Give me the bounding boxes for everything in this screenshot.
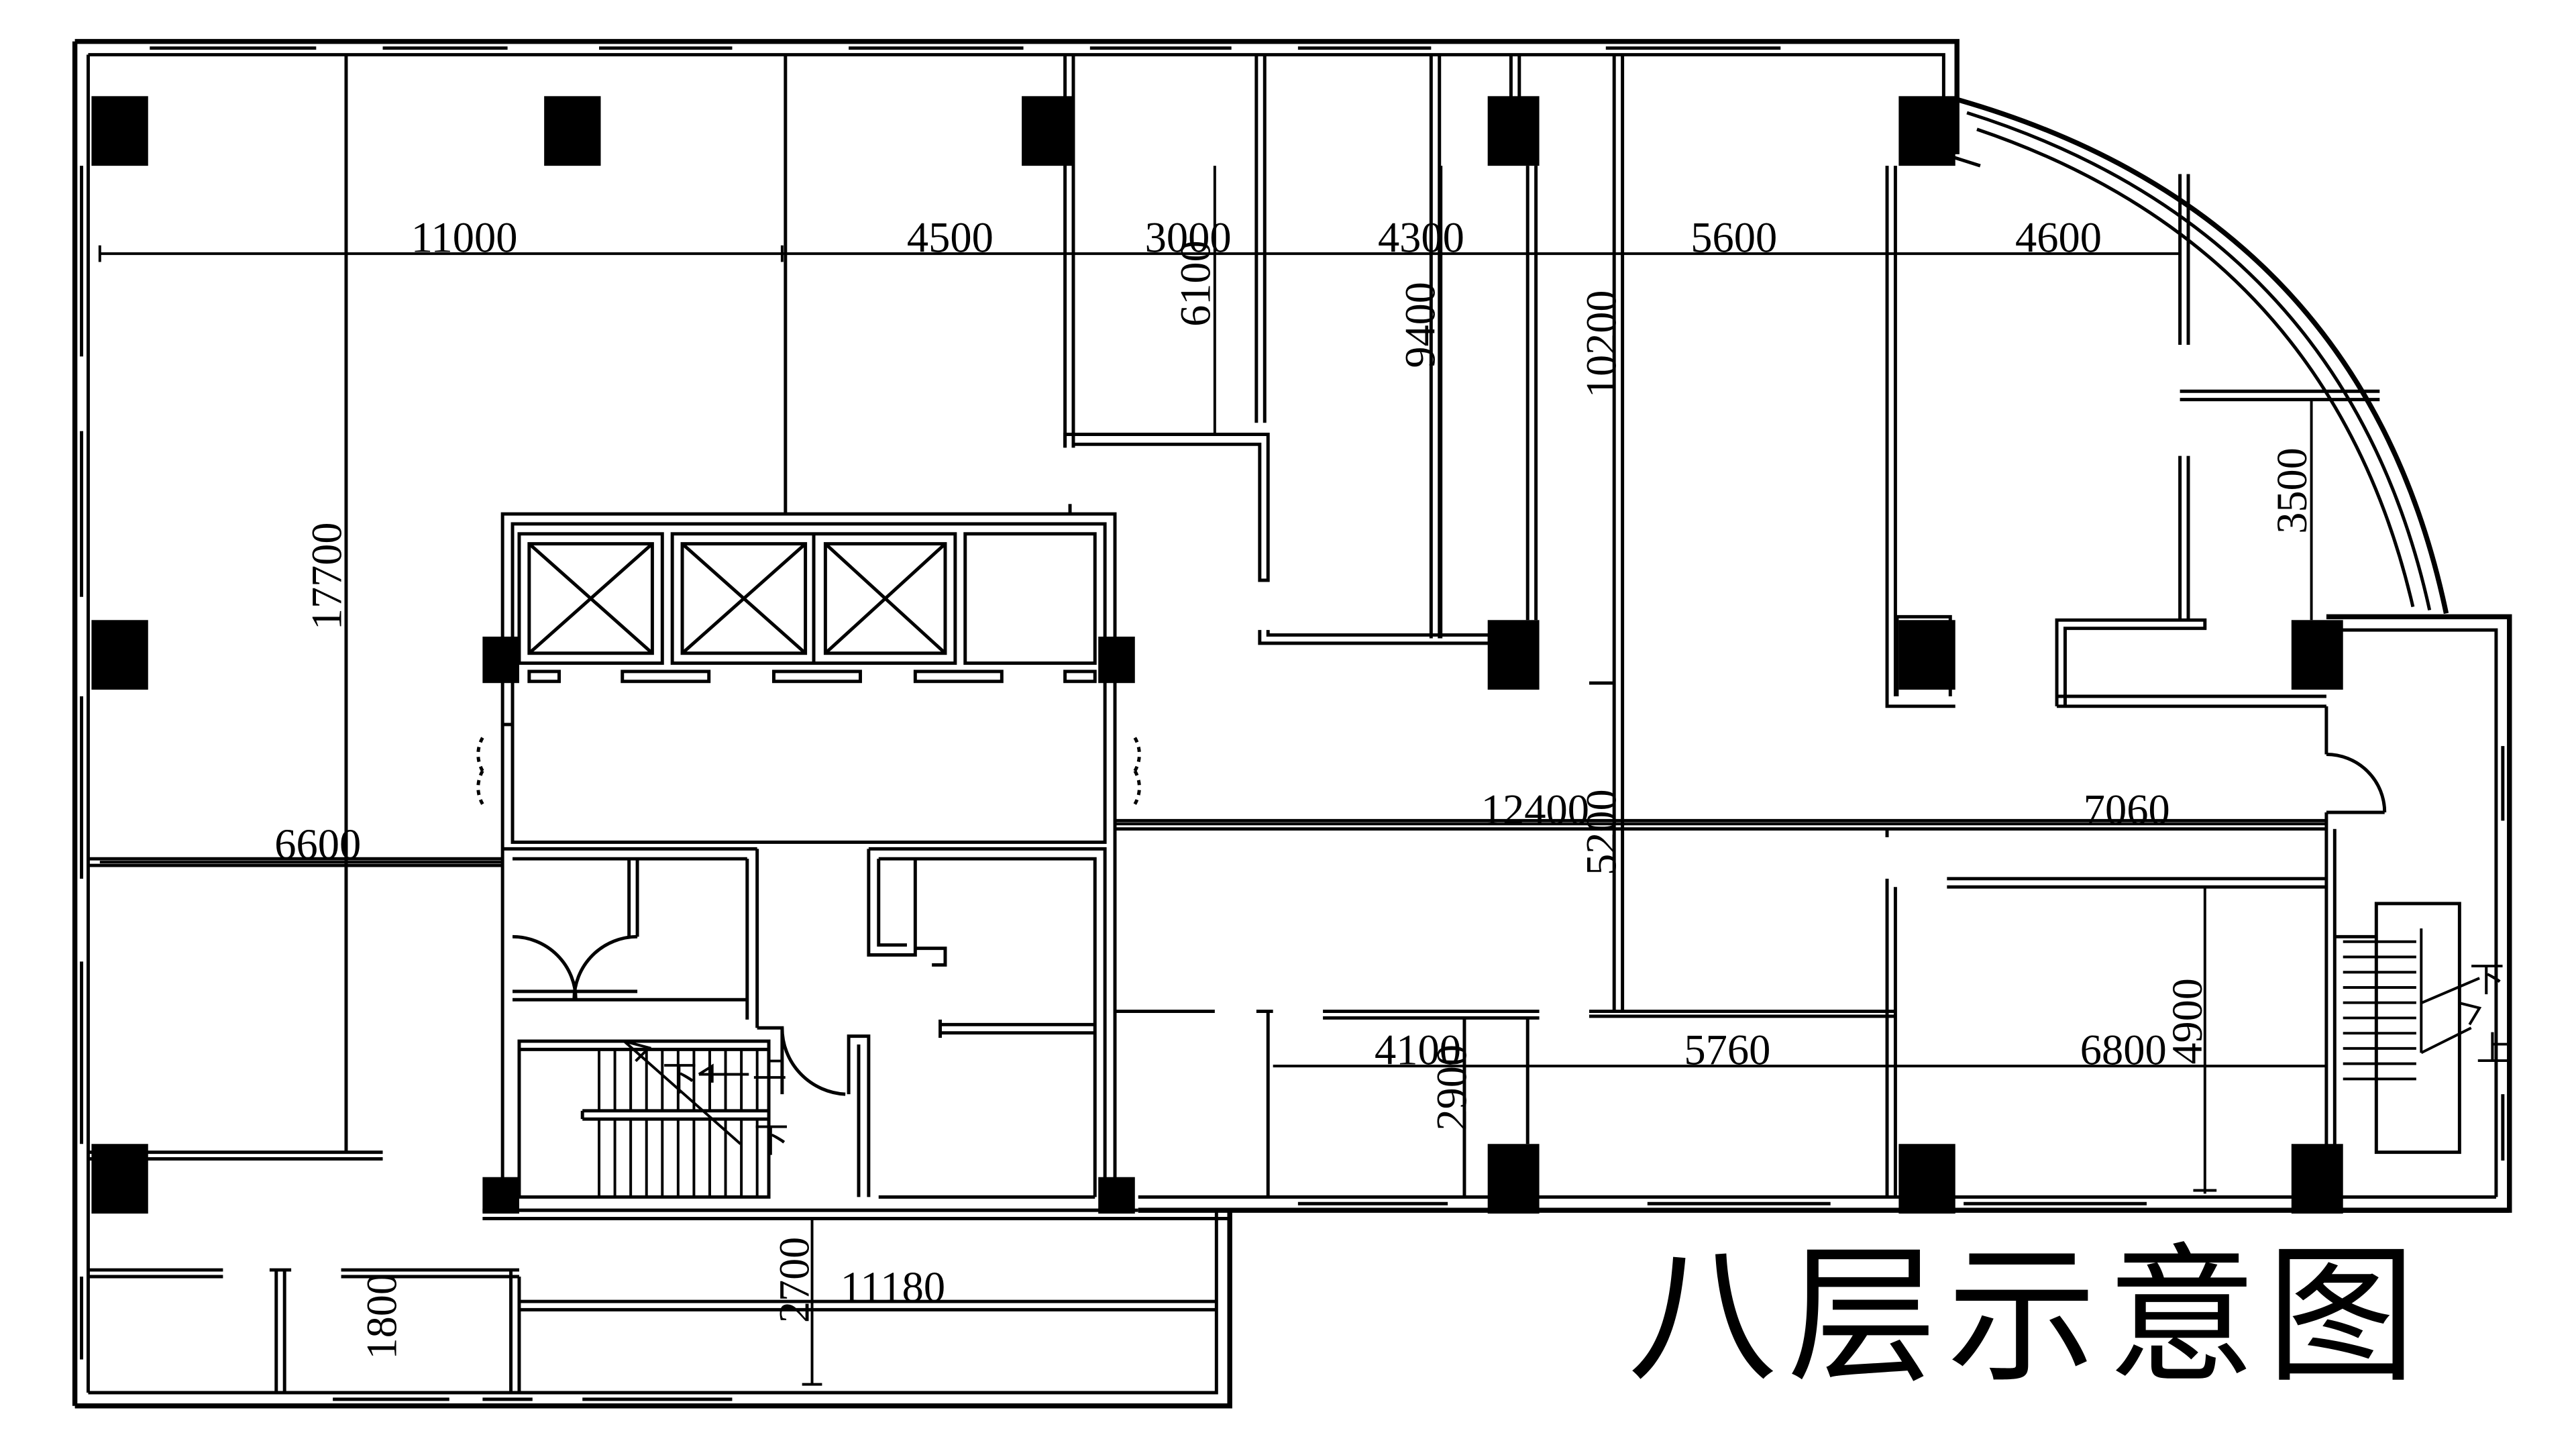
dim-left-width: 6600 <box>274 820 361 868</box>
east-stair <box>2334 902 2461 1155</box>
outer-walls <box>72 39 2512 1409</box>
stair-up-label: 上 <box>752 1046 787 1086</box>
dim-bottom-width: 11180 <box>841 1263 945 1311</box>
dimension-labels: 11000 4500 3000 4300 5600 4600 12400 706… <box>274 214 2316 1360</box>
dim-low-v-2: 4900 <box>2163 978 2211 1064</box>
stair-east-up-label: 上 <box>2476 1030 2511 1070</box>
dim-mid-2: 7060 <box>2084 786 2170 833</box>
dim-low-v-1: 2900 <box>1428 1044 1475 1130</box>
dimension-lines <box>98 166 2326 1386</box>
dim-mid-1: 12400 <box>1481 786 1589 833</box>
dim-bottom-v: 2700 <box>770 1237 818 1323</box>
dim-bottom-room: 1800 <box>358 1273 405 1359</box>
stair-east-down-label: 下 <box>2469 960 2504 1000</box>
dim-v-2: 9400 <box>1396 282 1444 368</box>
curved-bay-window <box>1943 97 2449 614</box>
drawing-title: 八层示意图 <box>1627 1229 2426 1403</box>
dim-top-3: 3000 <box>1145 214 1232 262</box>
dim-v-3: 10200 <box>1578 290 1625 398</box>
stair-arrows <box>623 928 2482 1145</box>
dim-top-5: 5600 <box>1690 214 1777 262</box>
dim-top-6: 4600 <box>2015 214 2102 262</box>
dim-low-1: 4100 <box>1375 1026 1461 1074</box>
dim-left-height: 17700 <box>303 523 350 631</box>
dim-v-4: 3500 <box>2268 447 2316 533</box>
dim-top-1: 11000 <box>411 214 518 262</box>
dim-low-3: 6800 <box>2080 1026 2167 1074</box>
dim-top-2: 4500 <box>907 214 994 262</box>
stair-down-label-2: 下 <box>754 1121 789 1161</box>
stair-treads <box>598 1049 759 1197</box>
dim-low-2: 5760 <box>1684 1026 1770 1074</box>
dim-mid-v: 5200 <box>1578 789 1625 875</box>
stair-down-label: 下 <box>662 1059 697 1099</box>
dim-top-4: 4300 <box>1378 214 1464 262</box>
stair-treads-east <box>2343 940 2416 1081</box>
building-core <box>476 504 1141 1212</box>
dim-v-1: 6100 <box>1171 240 1219 326</box>
